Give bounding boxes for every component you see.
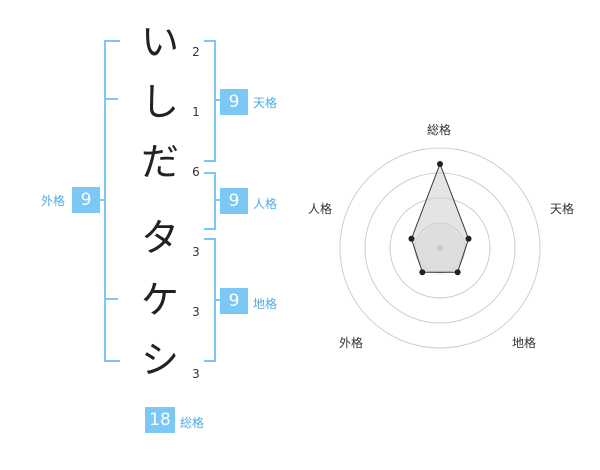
radar-point-2: [465, 235, 472, 242]
chikaku-value: 9: [220, 288, 248, 314]
name-char-1: い: [140, 20, 179, 64]
chikaku-connector: [214, 299, 222, 301]
stroke-count-5: 3: [192, 305, 200, 319]
radar-shape: [408, 161, 472, 276]
radar-axis-label-chikaku: 地格: [512, 336, 537, 350]
tenkaku-value: 9: [220, 89, 248, 115]
name-char-2: し: [140, 80, 179, 124]
radar-ring: [339, 147, 541, 349]
name-char-4: タ: [140, 216, 179, 260]
radar-point-5: [408, 235, 415, 242]
stroke-count-1: 2: [192, 45, 200, 59]
stroke-count-2: 1: [192, 105, 200, 119]
soukaku-label: 総格: [180, 416, 205, 430]
stroke-count-4: 3: [192, 245, 200, 259]
jinkaku-value: 9: [220, 188, 248, 214]
radar-point-1: [437, 161, 443, 167]
gaikaku-bracket: [104, 40, 120, 362]
name-char-6: シ: [140, 338, 179, 382]
radar-axis-label-jinkaku: 人格: [308, 202, 333, 216]
stroke-count-6: 3: [192, 367, 200, 381]
radar-center: [437, 245, 443, 251]
soukaku-value: 18: [145, 407, 175, 433]
gaikaku-bracket-tick: [104, 298, 118, 300]
gaikaku-label: 外格: [41, 194, 66, 208]
tenkaku-connector: [214, 99, 222, 101]
radar-axis-label-gaikaku: 外格: [339, 336, 364, 350]
gaikaku-connector: [98, 199, 106, 201]
radar-axis-label-soukaku: 総格: [427, 123, 452, 137]
gaikaku-bracket-tick: [104, 98, 118, 100]
gaikaku-value: 9: [72, 187, 100, 213]
stroke-count-3: 6: [192, 165, 200, 179]
radar-axis-label-tenkaku: 天格: [550, 202, 575, 216]
jinkaku-connector: [214, 199, 222, 201]
tenkaku-label: 天格: [253, 96, 278, 110]
radar-polygon: [410, 162, 470, 273]
jinkaku-bracket: [204, 172, 216, 230]
radar-point-4: [419, 269, 426, 276]
name-char-3: だ: [140, 140, 179, 184]
chikaku-label: 地格: [253, 297, 278, 311]
name-char-5: ケ: [140, 278, 179, 322]
tenkaku-bracket: [204, 40, 216, 162]
radar-point-3: [454, 269, 461, 276]
jinkaku-label: 人格: [253, 197, 278, 211]
